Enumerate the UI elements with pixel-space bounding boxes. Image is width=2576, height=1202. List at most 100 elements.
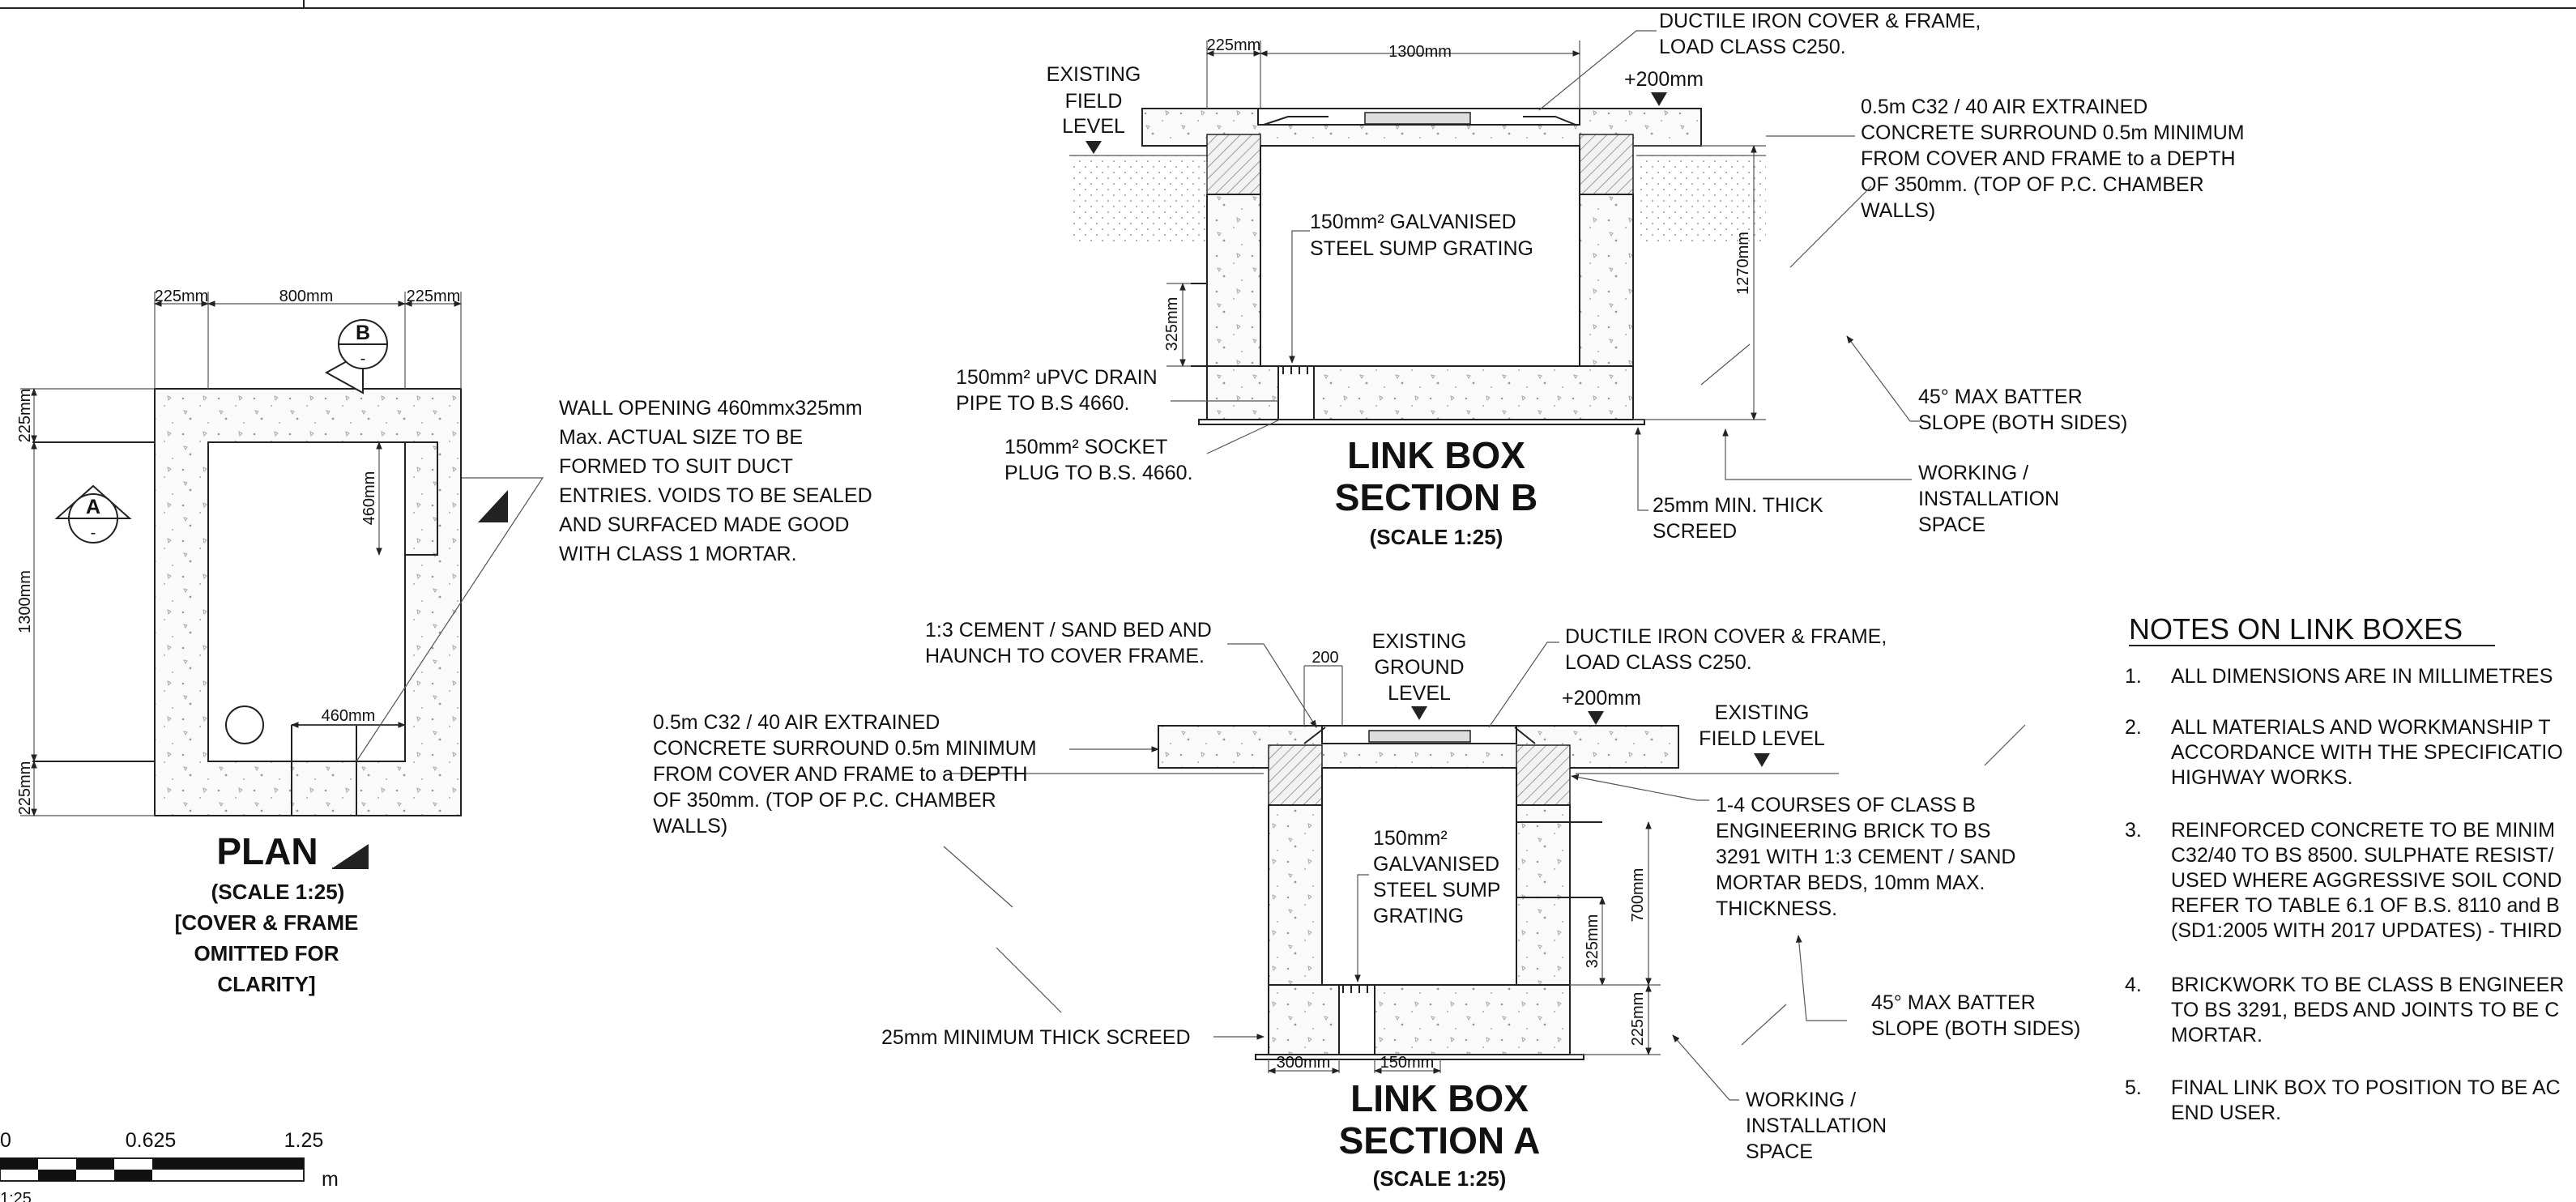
section-b-title-2: SECTION B xyxy=(1335,476,1537,518)
section-a-working-2: INSTALLATION xyxy=(1746,1115,1887,1137)
section-a-sump xyxy=(1338,984,1375,1055)
section-a-field-1: EXISTING xyxy=(1715,701,1810,724)
plan-dim-top-left: 225mm xyxy=(155,288,209,305)
section-a-dim-plus200: +200mm xyxy=(1562,687,1641,710)
note-5-num: 5. xyxy=(2125,1076,2142,1099)
plan-title: PLAN xyxy=(216,830,318,872)
plan-wall-opening-right xyxy=(405,441,438,556)
plan-chamber-void xyxy=(207,441,406,762)
section-a-concrete-2: CONCRETE SURROUND 0.5m MINIMUM xyxy=(653,737,1037,760)
section-a-dim-200: 200 xyxy=(1311,649,1338,667)
section-a-ground-2: GROUND xyxy=(1374,656,1464,679)
scale-ratio: 1:25 xyxy=(0,1190,32,1202)
section-b-existing-2: FIELD xyxy=(1065,90,1123,113)
section-b-title-1: LINK BOX xyxy=(1347,434,1525,476)
section-b-brick-right xyxy=(1579,134,1634,195)
section-a-brick-left xyxy=(1268,744,1323,806)
sheet-frame xyxy=(0,0,2576,9)
wall-opening-note-2: Max. ACTUAL SIZE TO BE xyxy=(559,426,803,449)
plan-note-3: CLARITY] xyxy=(217,972,315,996)
plan-note-1: [COVER & FRAME xyxy=(175,910,359,935)
section-b-dim-1300: 1300mm xyxy=(1388,43,1452,61)
section-b-existing-1: EXISTING xyxy=(1047,63,1141,86)
section-b-cover-frame xyxy=(1257,108,1580,126)
section-a-sump-4: GRATING xyxy=(1373,905,1464,927)
note-3-line-2: C32/40 TO BS 8500. SULPHATE RESIST/ xyxy=(2171,844,2553,867)
section-a-concrete-5: WALLS) xyxy=(653,815,727,838)
note-2-line-1: ALL MATERIALS AND WORKMANSHIP T xyxy=(2171,716,2551,739)
section-a-field-2: FIELD LEVEL xyxy=(1699,727,1825,750)
note-2-line-2: ACCORDANCE WITH THE SPECIFICATIO xyxy=(2171,741,2563,764)
section-b-batter-1: 45° MAX BATTER xyxy=(1918,386,2083,408)
section-a-batter-1: 45° MAX BATTER xyxy=(1871,991,2036,1014)
section-b-concrete-5: WALLS) xyxy=(1861,199,1935,222)
section-b-chamber xyxy=(1260,145,1580,367)
section-a-brick-5: THICKNESS. xyxy=(1716,897,1837,920)
section-b-drain-2: PIPE TO B.S 4660. xyxy=(956,392,1129,415)
section-a-dim-225: 225mm xyxy=(1629,992,1647,1046)
plan-dim-left-top: 225mm xyxy=(16,389,34,443)
section-b-dim-225: 225mm xyxy=(1207,36,1261,54)
section-a-dim-325: 325mm xyxy=(1584,914,1601,969)
section-b-dim-325: 325mm xyxy=(1163,297,1181,352)
plan-dim-left-mid: 1300mm xyxy=(16,570,34,633)
note-5-line-1: FINAL LINK BOX TO POSITION TO BE AC xyxy=(2171,1076,2561,1099)
notes-heading: NOTES ON LINK BOXES xyxy=(2129,612,2463,646)
section-b-existing-3: LEVEL xyxy=(1062,115,1125,138)
svg-text:-: - xyxy=(91,524,96,542)
section-a-brick-right xyxy=(1516,744,1571,806)
section-a-cover-2: LOAD CLASS C250. xyxy=(1565,651,1752,674)
plan-dim-left-bot: 225mm xyxy=(16,761,34,816)
wall-opening-note-5: AND SURFACED MADE GOOD xyxy=(559,514,849,536)
section-a-wall-left xyxy=(1268,804,1323,986)
section-b-drain-1: 150mm² uPVC DRAIN xyxy=(956,366,1158,389)
svg-text:B: B xyxy=(356,322,370,344)
plan-dim-opening-h: 460mm xyxy=(360,471,378,526)
section-a-brick-1: 1-4 COURSES OF CLASS B xyxy=(1716,794,1976,816)
note-3-line-4: REFER TO TABLE 6.1 OF B.S. 8110 and B xyxy=(2171,894,2560,917)
note-3-line-5: (SD1:2005 WITH 2017 UPDATES) - THIRD xyxy=(2171,919,2562,942)
section-a-concrete-4: OF 350mm. (TOP OF P.C. CHAMBER xyxy=(653,789,996,812)
section-a-wall-right xyxy=(1516,804,1571,986)
section-a: 200 700mm 325mm 225mm 300mm 150mm 1:3 CE… xyxy=(653,619,2080,1191)
sump-circle xyxy=(225,705,264,744)
section-b-sump xyxy=(1277,365,1315,420)
section-a-chamber xyxy=(1321,767,1517,986)
section-a-dim-300: 300mm xyxy=(1277,1054,1331,1072)
section-a-sump-2: GALVANISED xyxy=(1373,853,1499,876)
wall-opening-note-4: ENTRIES. VOIDS TO BE SEALED xyxy=(559,484,872,507)
section-a-dim-700: 700mm xyxy=(1629,868,1647,923)
section-a-working-3: SPACE xyxy=(1746,1140,1813,1163)
note-1-line-1: ALL DIMENSIONS ARE IN MILLIMETRES xyxy=(2171,665,2553,688)
plan-view: 225mm 800mm 225mm 225mm 1300mm 225mm 460… xyxy=(16,288,872,996)
note-3-line-1: REINFORCED CONCRETE TO BE MINIM xyxy=(2171,819,2555,842)
wall-opening-symbol xyxy=(478,490,508,522)
note-5-line-2: END USER. xyxy=(2171,1102,2281,1124)
scale-bar: 0 0.625 1.25 m 1:25 xyxy=(0,1129,339,1202)
wall-opening-note-1: WALL OPENING 460mmx325mm xyxy=(559,397,863,420)
plan-note-2: OMITTED FOR xyxy=(194,941,339,965)
section-b-concrete-2: CONCRETE SURROUND 0.5m MINIMUM xyxy=(1861,121,2245,144)
note-4-line-1: BRICKWORK TO BE CLASS B ENGINEER xyxy=(2171,974,2564,996)
svg-text:A: A xyxy=(86,496,100,518)
section-marker-a: A - xyxy=(54,484,132,543)
section-a-title-2: SECTION A xyxy=(1339,1119,1541,1162)
note-4-line-3: MORTAR. xyxy=(2171,1024,2263,1046)
section-b-wall-left xyxy=(1206,194,1261,367)
wall-opening-note-6: WITH CLASS 1 MORTAR. xyxy=(559,543,797,565)
section-b-socket-1: 150mm² SOCKET xyxy=(1004,436,1167,458)
section-a-brick-4: MORTAR BEDS, 10mm MAX. xyxy=(1716,872,1985,894)
section-b-concrete-1: 0.5m C32 / 40 AIR EXTRAINED xyxy=(1861,96,2147,118)
section-a-working-1: WORKING / xyxy=(1746,1089,1856,1111)
section-b-screed-2: SCREED xyxy=(1653,520,1737,543)
section-b-dim-200: +200mm xyxy=(1624,68,1704,91)
wall-opening-note-3: FORMED TO SUIT DUCT xyxy=(559,455,793,478)
section-b-wall-right xyxy=(1579,194,1634,367)
scale-tick-0: 0 xyxy=(0,1129,11,1152)
section-a-sump-3: STEEL SUMP xyxy=(1373,879,1500,902)
section-a-ground-1: EXISTING xyxy=(1372,630,1467,653)
section-a-concrete-3: FROM COVER AND FRAME to a DEPTH xyxy=(653,763,1028,786)
section-b-socket-2: PLUG TO B.S. 4660. xyxy=(1004,462,1193,484)
section-b-cover-2: LOAD CLASS C250. xyxy=(1659,36,1846,58)
